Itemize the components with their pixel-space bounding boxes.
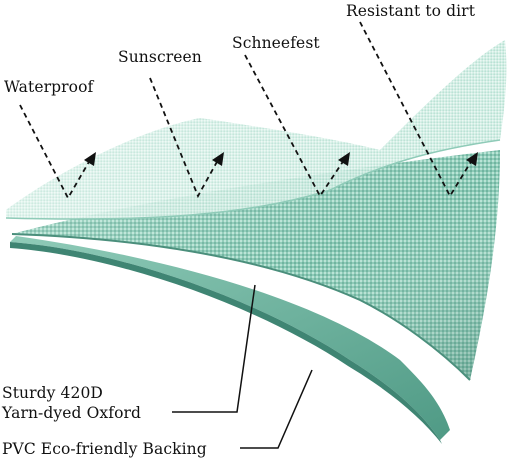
label-pvc-backing: PVC Eco-friendly Backing: [2, 440, 207, 458]
oxford-leader-line: [172, 284, 256, 413]
resistant-arrowhead-icon: [466, 152, 478, 166]
oxford-fabric-edge: [11, 233, 471, 381]
backing-leader-line: [240, 369, 313, 449]
label-oxford-line2: Yarn-dyed Oxford: [2, 404, 142, 422]
protective-coating-gloss: [6, 40, 507, 220]
label-schneefest: Schneefest: [232, 34, 320, 52]
sunscreen-arrowhead-icon: [212, 152, 224, 166]
pvc-backing-layer: [10, 236, 450, 440]
label-waterproof: Waterproof: [4, 78, 94, 96]
schneefest-arrowhead-icon: [338, 152, 350, 166]
label-oxford-line1: Sturdy 420D: [2, 384, 103, 402]
waterproof-arrowhead-icon: [84, 152, 96, 166]
label-resistant-to-dirt: Resistant to dirt: [346, 2, 476, 20]
resistant-dashed-pointer: [359, 21, 473, 198]
protective-coating-edge: [5, 139, 501, 220]
sunscreen-dashed-pointer: [149, 77, 219, 199]
label-sunscreen: Sunscreen: [118, 48, 202, 66]
